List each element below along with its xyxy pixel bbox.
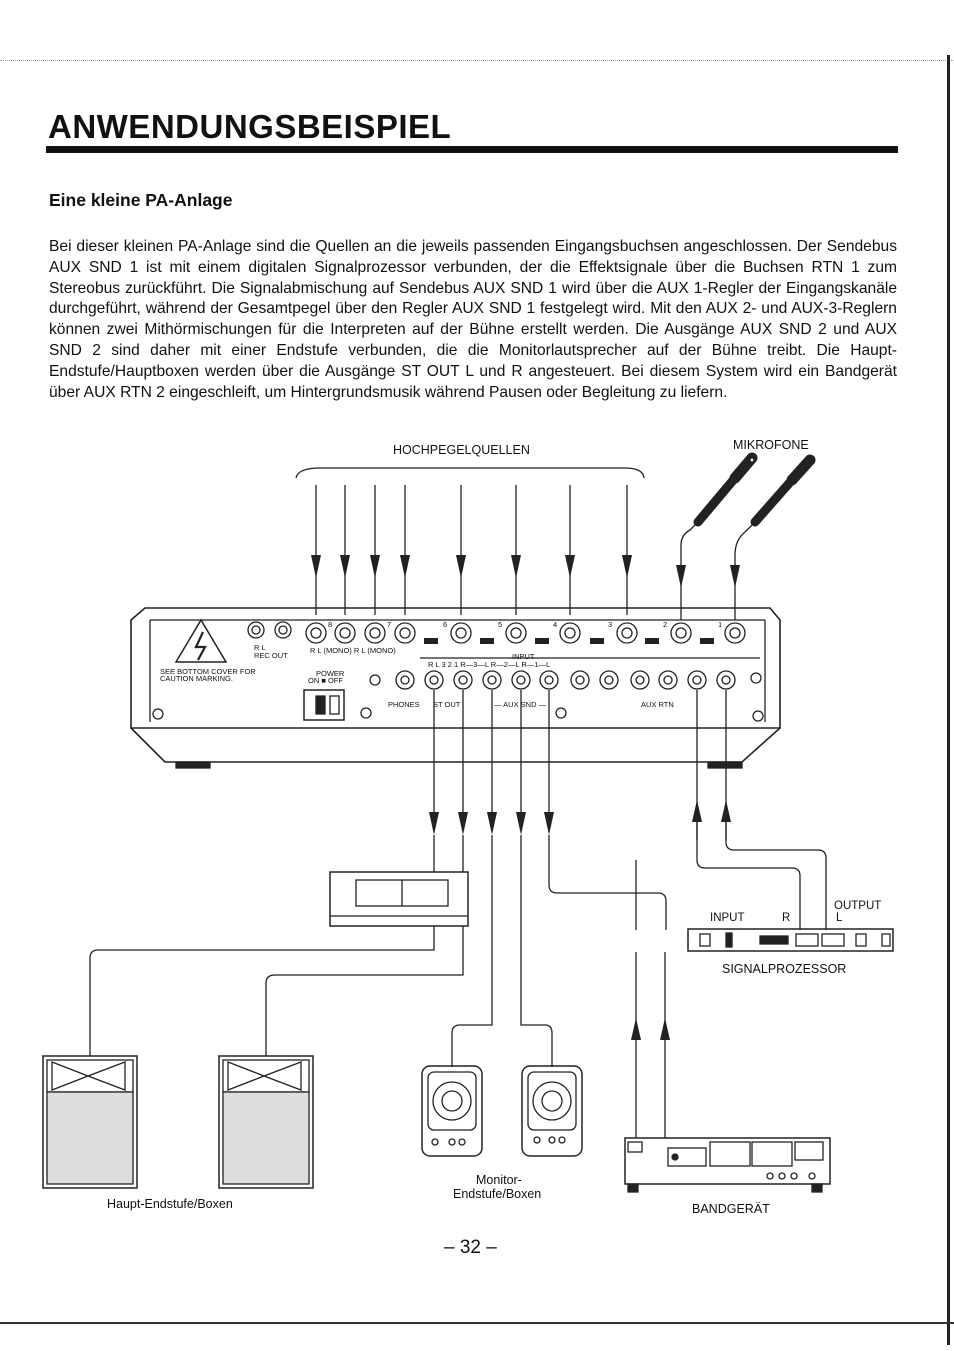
main-speaker-right [218,1055,314,1189]
panel-rl: R L [254,643,266,652]
monitor-speaker-left [421,1065,483,1157]
channel-1: 1 [718,620,723,629]
source-arrows [315,485,628,615]
label-input: INPUT [710,912,745,924]
channel-2: 2 [663,620,668,629]
label-l: L [836,912,843,924]
page-title: ANWENDUNGSBEISPIEL [48,108,452,145]
label-output: OUTPUT [834,900,882,912]
body-paragraph: Bei dieser kleinen PA-Anlage sind die Qu… [49,238,897,401]
main-speaker-left [42,1055,138,1189]
monitor-speaker-right [521,1065,583,1157]
label-monitor-1: Monitor- [476,1173,522,1187]
channel-4: 4 [553,620,558,629]
panel-input: INPUT [512,652,535,661]
label-monitor-2: Endstufe/Boxen [453,1187,542,1201]
channel-8: 8 [328,620,333,629]
microphone-icon [734,454,816,620]
microphone-icon [680,452,758,620]
panel-r-l-mono: R L (MONO) R L (MONO) [310,646,396,655]
channel-3: 3 [608,620,613,629]
channel-6: 6 [443,620,448,629]
panel-on-off: ON ■ OFF [308,676,343,685]
mixer-panel [130,607,781,769]
panel-caution-1: SEE BOTTOM COVER FOR [160,667,256,676]
panel-aux-rtn: AUX RTN [641,700,674,709]
section-subtitle: Eine kleine PA-Anlage [49,190,233,210]
label-sources: HOCHPEGELQUELLEN [393,443,530,457]
page-edge [947,55,950,1345]
power-amplifier [329,871,469,927]
label-mics: MIKROFONE [733,438,809,452]
panel-rec-out: REC OUT [254,651,288,660]
tape-deck [624,1137,831,1193]
panel-power: POWER [316,669,345,678]
page-number: – 32 – [444,1237,497,1258]
label-tape: BANDGERÄT [692,1202,770,1216]
title-underline [46,146,898,153]
panel-st-out: ST OUT [433,700,461,709]
bottom-rule [0,1322,954,1324]
panel-aux-snd: — AUX SND — [494,700,547,709]
label-main: Haupt-Endstufe/Boxen [107,1197,233,1211]
channel-5: 5 [498,620,503,629]
label-processor: SIGNALPROZESSOR [722,962,847,976]
output-cables [433,690,727,840]
label-r: R [782,912,791,924]
signal-processor [687,928,894,952]
panel-caution-2: CAUTION MARKING. [160,674,233,683]
panel-row-labels: R L 3 2 1 R—3—L R—2—L R—1—L [428,660,551,669]
panel-phones: PHONES [388,700,420,709]
top-dotted-rule [0,60,954,61]
channel-7: 7 [387,620,392,629]
